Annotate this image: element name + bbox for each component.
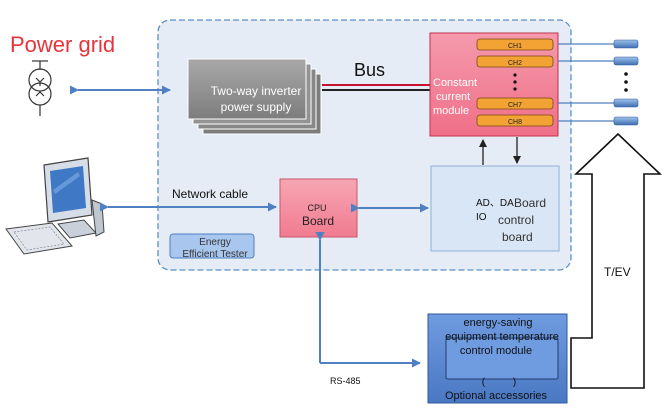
output-connector-8 (613, 116, 639, 126)
inverter-stack (187, 58, 322, 135)
board-control-board (430, 165, 560, 252)
channel-label-ch8: CH8 (508, 119, 522, 126)
energy-label-line2: Efficient Tester (182, 249, 248, 260)
accessory-label-line3: control module (460, 345, 532, 357)
channel-bar-ch2: CH2 (476, 55, 554, 68)
output-connector-7 (613, 98, 639, 108)
board-label-line3: board (502, 230, 533, 244)
board-label-line1: Board (514, 196, 546, 210)
cc-label-line1: Constant (433, 77, 477, 89)
energy-label-line1: Energy (199, 237, 231, 248)
cpu-label-line2: Board (302, 214, 334, 228)
transformer-icon (28, 60, 52, 116)
accessory-label-line1: energy-saving (463, 317, 532, 329)
inverter-label-line1: Two-way inverter (211, 84, 302, 98)
io-label: IO (476, 212, 487, 223)
accessory-label-line2: equipment temperature (445, 331, 559, 343)
channel-bar-ch8: CH8 (476, 114, 554, 127)
inverter-label-line2: power supply (221, 100, 292, 114)
connector-ellipsis-dots (624, 72, 628, 92)
rs485-label: RS-485 (330, 376, 361, 386)
network-cable-label: Network cable (172, 187, 248, 201)
accessory-bracket: ( ) (482, 377, 516, 388)
channel-label-ch7: CH7 (508, 102, 522, 109)
bus-label: Bus (354, 60, 385, 80)
channel-bar-ch7: CH7 (476, 97, 554, 110)
ad-da-label: AD、DA (476, 198, 514, 209)
channel-label-ch2: CH2 (508, 60, 522, 67)
cpu-label-line1: CPU (307, 203, 326, 213)
channel-label-ch1: CH1 (508, 43, 522, 50)
energy-efficient-tester-tag (169, 233, 255, 259)
cc-label-line3: module (433, 105, 469, 117)
channel-bar-ch1: CH1 (476, 38, 554, 51)
tev-outline-arrow (570, 132, 662, 389)
cpu-board (279, 178, 358, 238)
computer-icon (5, 157, 105, 255)
output-connector-2 (613, 56, 639, 66)
channel-ellipsis-dots (513, 73, 517, 91)
temperature-control-module-inner (445, 337, 559, 380)
board-label-line2: control (498, 213, 534, 227)
cc-label-line2: current (436, 91, 470, 103)
power-grid-label: Power grid (10, 32, 115, 57)
channel-output-lines (558, 43, 614, 122)
output-connector-1 (613, 39, 639, 49)
accessory-label-line4: Optional accessories (445, 390, 548, 402)
tev-label: T/EV (604, 265, 631, 279)
